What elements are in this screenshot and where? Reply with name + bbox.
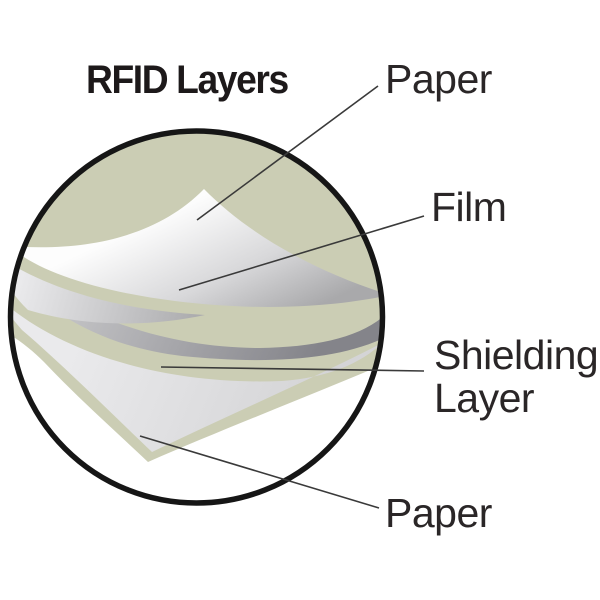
top-paper-sheet — [10, 189, 383, 307]
label-shielding-layer: Shielding Layer — [434, 332, 599, 421]
leader-line-paper-bottom — [139, 435, 380, 509]
diagram-title: RFID Layers — [86, 58, 289, 102]
label-film: Film — [431, 184, 507, 230]
leader-line-shielding — [160, 366, 425, 372]
shielding-layer-sheet — [10, 288, 383, 452]
label-shielding-line1: Shielding — [434, 332, 599, 378]
film-shadow-sweep — [10, 245, 383, 361]
label-paper-top: Paper — [385, 56, 492, 102]
leader-line-film — [178, 215, 425, 291]
label-paper-bottom: Paper — [385, 490, 492, 536]
leader-line-paper-top — [196, 85, 379, 221]
magnifier-circle-outline — [7, 128, 386, 506]
label-shielding-line2: Layer — [434, 375, 535, 421]
film-sheet — [10, 252, 205, 324]
